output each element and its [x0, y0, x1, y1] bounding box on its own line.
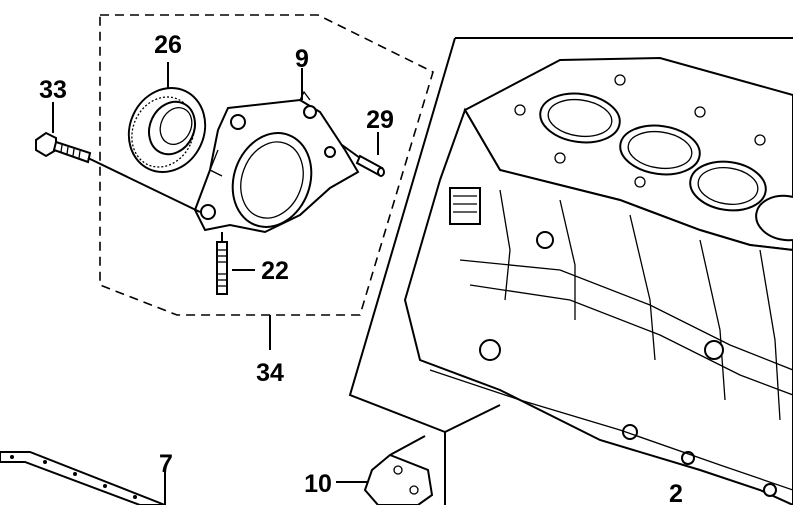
callout-33: 33: [39, 76, 67, 104]
block-boundary-left: [348, 37, 456, 505]
callout-2: 2: [669, 480, 683, 505]
gasket-7: [0, 451, 166, 505]
engine-block-2: [403, 56, 793, 505]
dowel-pin-29: [355, 154, 385, 177]
bracket-10-flange: [389, 435, 426, 456]
assembly-34-boundary: [99, 14, 434, 316]
block-boundary-join: [444, 404, 501, 433]
callout-7: 7: [159, 450, 173, 478]
callout-26: 26: [154, 31, 182, 59]
callout-9: 9: [295, 45, 309, 73]
bolt-33: [35, 131, 92, 164]
seal-housing-9: [193, 90, 360, 234]
callout-29: 29: [366, 106, 394, 134]
callout-22: 22: [261, 257, 289, 285]
bracket-10: [363, 453, 434, 505]
callout-10: 10: [304, 470, 332, 498]
stud-22: [216, 232, 228, 295]
dowel-pin-leader: [341, 144, 361, 159]
callout-34: 34: [256, 359, 284, 387]
oil-seal-26: [127, 87, 207, 173]
bolt-33-leader: [87, 157, 201, 213]
